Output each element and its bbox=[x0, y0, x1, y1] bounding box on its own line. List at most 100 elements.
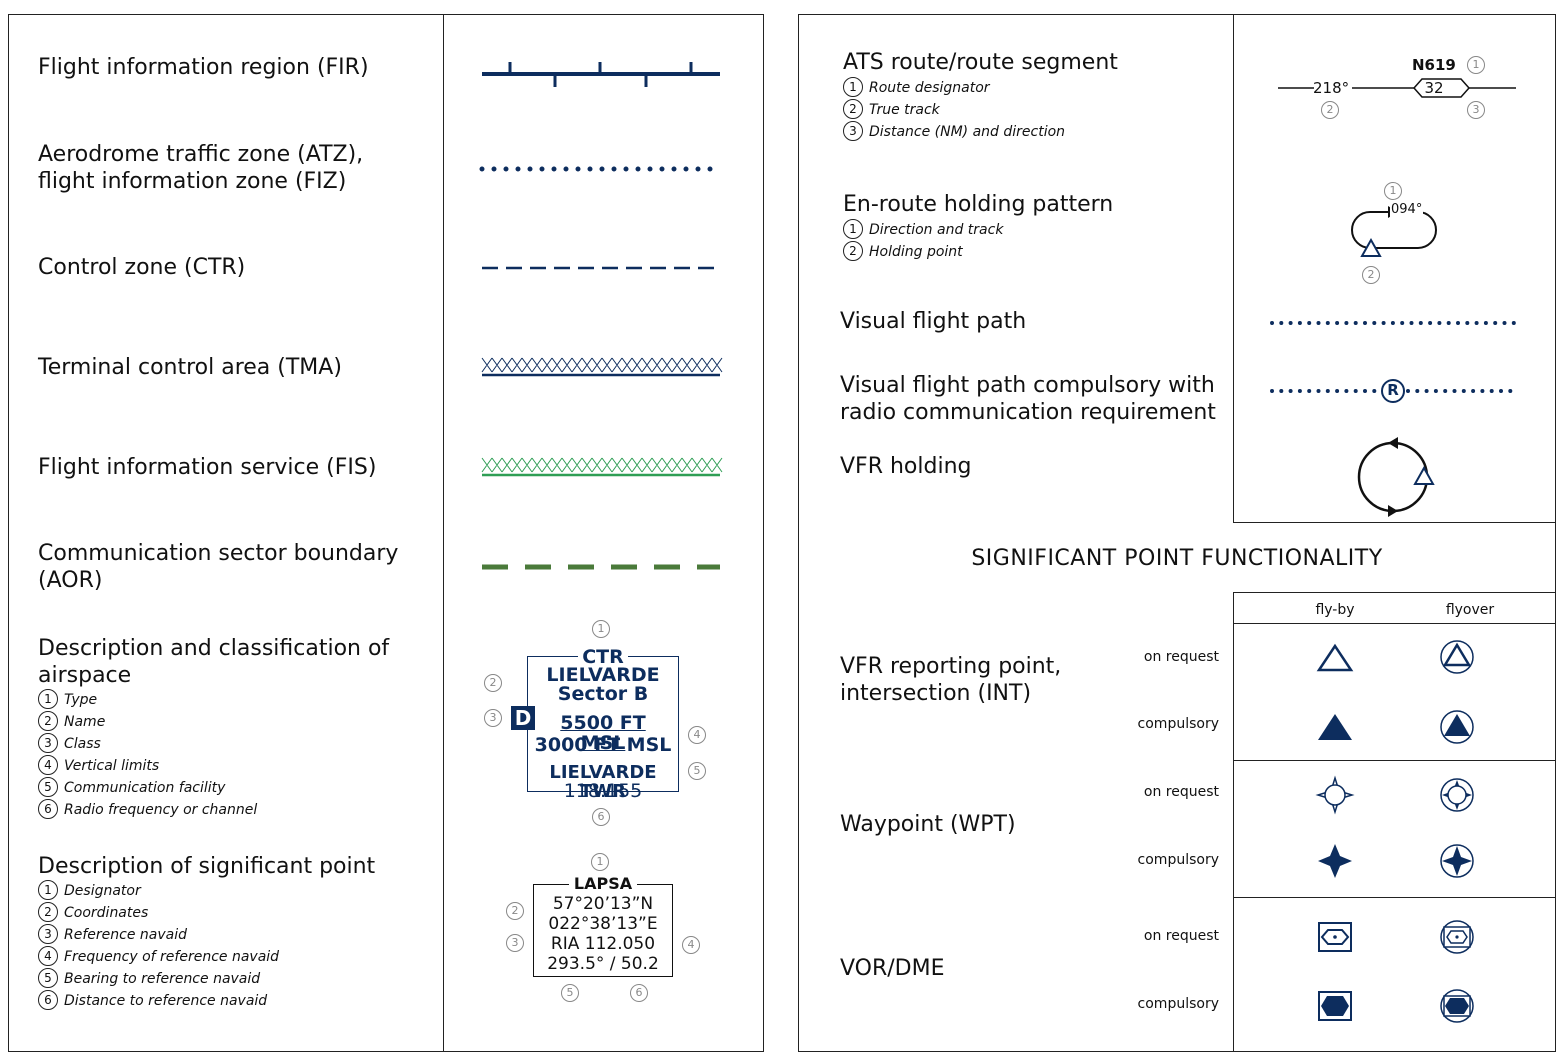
vfp-symbol bbox=[1270, 321, 1516, 325]
spf-row-rule-1 bbox=[1233, 760, 1555, 761]
fir-symbol bbox=[482, 62, 720, 87]
vfr-holding-symbol bbox=[1357, 437, 1435, 517]
vrp-on-request: on request bbox=[1143, 649, 1219, 665]
ats-track: 218° bbox=[1313, 79, 1350, 97]
vfpc-title-line1: Visual flight path compulsory with bbox=[840, 373, 1215, 398]
ats-callout-3: 3 bbox=[1467, 101, 1485, 119]
wpt-flyover-request-icon bbox=[1440, 778, 1474, 812]
fis-label: Flight information service (FIS) bbox=[38, 455, 377, 480]
aor-symbol bbox=[482, 564, 720, 570]
vfp-title: Visual flight path bbox=[840, 309, 1027, 334]
airspace-frequency: 118.155 bbox=[563, 780, 643, 802]
sp-callout-1: 1 bbox=[591, 853, 609, 871]
wpt-on-request: on request bbox=[1143, 784, 1219, 800]
sp-callout-6: 6 bbox=[630, 984, 648, 1002]
holding-track: 094° bbox=[1390, 202, 1424, 217]
wpt-flyby-request-icon bbox=[1315, 775, 1355, 815]
ats-route-symbol bbox=[1278, 78, 1516, 98]
vrp-flyby-request-icon bbox=[1316, 643, 1354, 672]
sigpoint-designator: LAPSA bbox=[533, 874, 673, 894]
vrp-flyover-request-icon bbox=[1440, 640, 1474, 674]
vordme-on-request: on request bbox=[1143, 928, 1219, 944]
vrp-label-line1: VFR reporting point, bbox=[840, 654, 1062, 679]
left-panel-divider bbox=[443, 14, 444, 1051]
airspace-sector: Sector B bbox=[557, 683, 649, 705]
sp-callout-2: 2 bbox=[506, 902, 524, 920]
aor-label-line2: (AOR) bbox=[38, 568, 103, 593]
sp-callout-3: 3 bbox=[506, 934, 524, 952]
ats-callout-2: 2 bbox=[1321, 101, 1339, 119]
airspace-lower-limit: 3000 FT MSL bbox=[534, 734, 672, 756]
vrp-flyover-compulsory-icon bbox=[1440, 710, 1474, 744]
right-top-divider bbox=[1233, 14, 1234, 522]
sigpoint-lat: 57°20’13”N bbox=[552, 894, 654, 914]
callout-5: 5 bbox=[688, 762, 706, 780]
airspace-title-line1: Description and classification of bbox=[38, 636, 390, 661]
aor-label-line1: Communication sector boundary bbox=[38, 541, 399, 566]
fir-label: Flight information region (FIR) bbox=[38, 55, 369, 80]
spf-row-rule-2 bbox=[1233, 897, 1555, 898]
sp-callout-5: 5 bbox=[561, 984, 579, 1002]
airspace-name: LIELVARDE bbox=[546, 664, 660, 686]
col-flyover: flyover bbox=[1445, 602, 1495, 618]
vordme-flyby-compulsory-icon bbox=[1318, 991, 1352, 1021]
left-panel bbox=[8, 14, 764, 1052]
fis-symbol bbox=[481, 457, 723, 477]
spf-table-divider bbox=[1233, 592, 1234, 1052]
right-top-bottom-rule bbox=[1233, 522, 1555, 523]
radio-requirement-icon: R bbox=[1387, 381, 1399, 399]
vfpc-title-line2: radio communication requirement bbox=[840, 400, 1216, 425]
vrp-label-line2: intersection (INT) bbox=[840, 681, 1032, 706]
holding-title: En-route holding pattern bbox=[843, 192, 1114, 217]
wpt-flyover-compulsory-icon bbox=[1440, 844, 1474, 878]
holding-callout-2: 2 bbox=[1362, 266, 1380, 284]
col-flyby: fly-by bbox=[1315, 602, 1355, 618]
sigpoint-bearing: 293.5° / 50.2 bbox=[547, 954, 659, 974]
ctr-label: Control zone (CTR) bbox=[38, 255, 246, 280]
vfr-holding-title: VFR holding bbox=[840, 454, 972, 479]
vordme-compulsory: compulsory bbox=[1137, 996, 1219, 1012]
callout-3: 3 bbox=[484, 709, 502, 727]
right-panel bbox=[798, 14, 1556, 1052]
airspace-class-badge: D bbox=[511, 706, 535, 730]
airspace-type: CTR bbox=[527, 646, 679, 668]
sigpoint-title: Description of significant point bbox=[38, 854, 376, 879]
sp-callout-4: 4 bbox=[682, 936, 700, 954]
callout-4: 4 bbox=[688, 726, 706, 744]
atz-label-line1: Aerodrome traffic zone (ATZ), bbox=[38, 142, 364, 167]
ats-title: ATS route/route segment bbox=[843, 50, 1118, 75]
holding-callout-1: 1 bbox=[1384, 182, 1402, 200]
callout-6: 6 bbox=[592, 808, 610, 826]
ats-designator: N619 bbox=[1412, 56, 1456, 74]
wpt-flyby-compulsory-icon bbox=[1318, 844, 1352, 878]
wpt-compulsory: compulsory bbox=[1137, 852, 1219, 868]
vordme-flyby-request-icon bbox=[1318, 922, 1352, 952]
vfpc-symbol bbox=[1270, 379, 1516, 403]
ctr-symbol bbox=[482, 266, 720, 270]
airspace-title-line2: airspace bbox=[38, 663, 132, 688]
ats-callout-1: 1 bbox=[1467, 56, 1485, 74]
callout-2: 2 bbox=[484, 674, 502, 692]
callout-1: 1 bbox=[592, 620, 610, 638]
ats-distance: 32 bbox=[1424, 79, 1444, 97]
tma-symbol bbox=[481, 357, 723, 377]
sigpoint-navaid: RIA 112.050 bbox=[550, 934, 656, 954]
tma-label: Terminal control area (TMA) bbox=[38, 355, 342, 380]
vordme-flyover-request-icon bbox=[1440, 920, 1474, 954]
spf-heading: SIGNIFICANT POINT FUNCTIONALITY bbox=[971, 546, 1383, 571]
vrp-compulsory: compulsory bbox=[1137, 716, 1219, 732]
vrp-flyby-compulsory-icon bbox=[1318, 714, 1352, 740]
sigpoint-lon: 022°38’13”E bbox=[548, 914, 658, 934]
atz-symbol bbox=[479, 166, 723, 172]
airspace-facility: LIELVARDE TWR bbox=[549, 762, 657, 802]
spf-header-rule bbox=[1233, 623, 1555, 624]
vordme-flyover-compulsory-icon bbox=[1440, 989, 1474, 1023]
airspace-upper-limit: 5500 FT MSL bbox=[560, 712, 646, 754]
atz-label-line2: flight information zone (FIZ) bbox=[38, 169, 347, 194]
wpt-label: Waypoint (WPT) bbox=[840, 812, 1016, 837]
vordme-label: VOR/DME bbox=[840, 956, 945, 981]
